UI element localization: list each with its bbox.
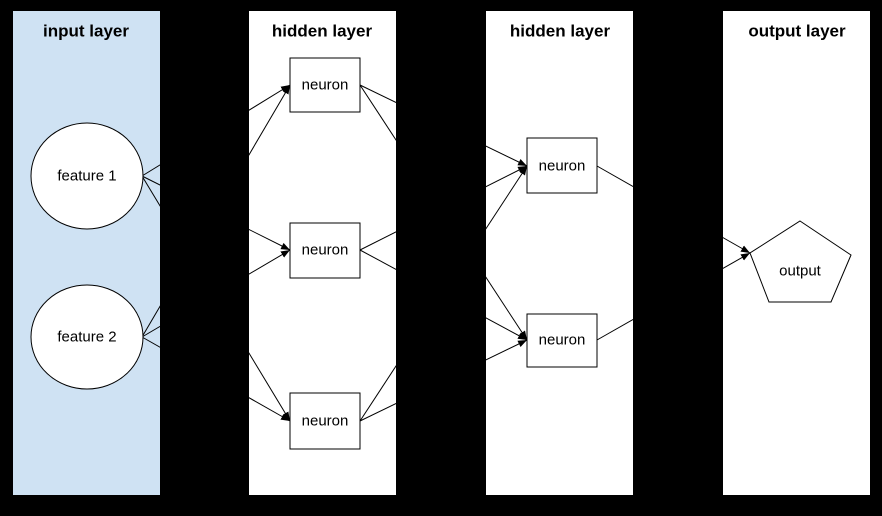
output-pentagon (749, 220, 852, 303)
edge-feature2-neuron1 (141, 84, 291, 338)
edge-h1n3-h2n2 (359, 339, 528, 422)
node-h1-neuron-1: neuron (289, 57, 361, 113)
edge-h2n1-output (596, 165, 751, 254)
input-layer-panel (13, 11, 160, 495)
output-layer-title: output layer (748, 22, 846, 41)
node-h1-neuron-2: neuron (289, 222, 361, 279)
node-feature-1: feature 1 (30, 122, 144, 230)
edge-feature2-neuron3 (141, 336, 291, 422)
feature-2-circle (30, 284, 144, 390)
edge-feature2-neuron2 (141, 249, 291, 338)
feature-1-label: feature 1 (57, 168, 116, 185)
h1-neuron-1-box (289, 57, 361, 113)
node-output: output (749, 220, 852, 303)
input-layer-title: input layer (43, 22, 129, 41)
edge-feature1-neuron2 (141, 175, 291, 251)
h1-neuron-2-box (289, 222, 361, 279)
edge-h1n2-h2n1 (359, 165, 528, 251)
hidden-layer-2-panel (486, 11, 633, 495)
h2-neuron-1-box (526, 137, 598, 194)
h2-neuron-1-label: neuron (539, 158, 586, 175)
connection-edges (141, 84, 751, 422)
h1-neuron-1-label: neuron (302, 77, 349, 94)
h1-neuron-3-box (289, 392, 361, 450)
edge-h1n3-h2n1 (359, 165, 528, 422)
edge-h2n2-output (596, 252, 751, 341)
feature-1-circle (30, 122, 144, 230)
hidden-layer-1-title: hidden layer (272, 22, 373, 41)
node-feature-2: feature 2 (30, 284, 144, 390)
output-label: output (779, 263, 822, 280)
h2-neuron-2-label: neuron (539, 332, 586, 349)
edge-h1n1-h2n2 (359, 84, 528, 341)
h1-neuron-2-label: neuron (302, 242, 349, 259)
edge-h1n2-h2n2 (359, 249, 528, 341)
edge-feature1-neuron1 (141, 84, 291, 177)
edge-feature1-neuron3 (141, 175, 291, 422)
node-h2-neuron-1: neuron (526, 137, 598, 194)
h1-neuron-3-label: neuron (302, 413, 349, 430)
hidden-layer-2-title: hidden layer (510, 22, 611, 41)
node-h2-neuron-2: neuron (526, 313, 598, 368)
h2-neuron-2-box (526, 313, 598, 368)
feature-2-label: feature 2 (57, 329, 116, 346)
edge-h1n1-h2n1 (359, 84, 528, 167)
node-h1-neuron-3: neuron (289, 392, 361, 450)
